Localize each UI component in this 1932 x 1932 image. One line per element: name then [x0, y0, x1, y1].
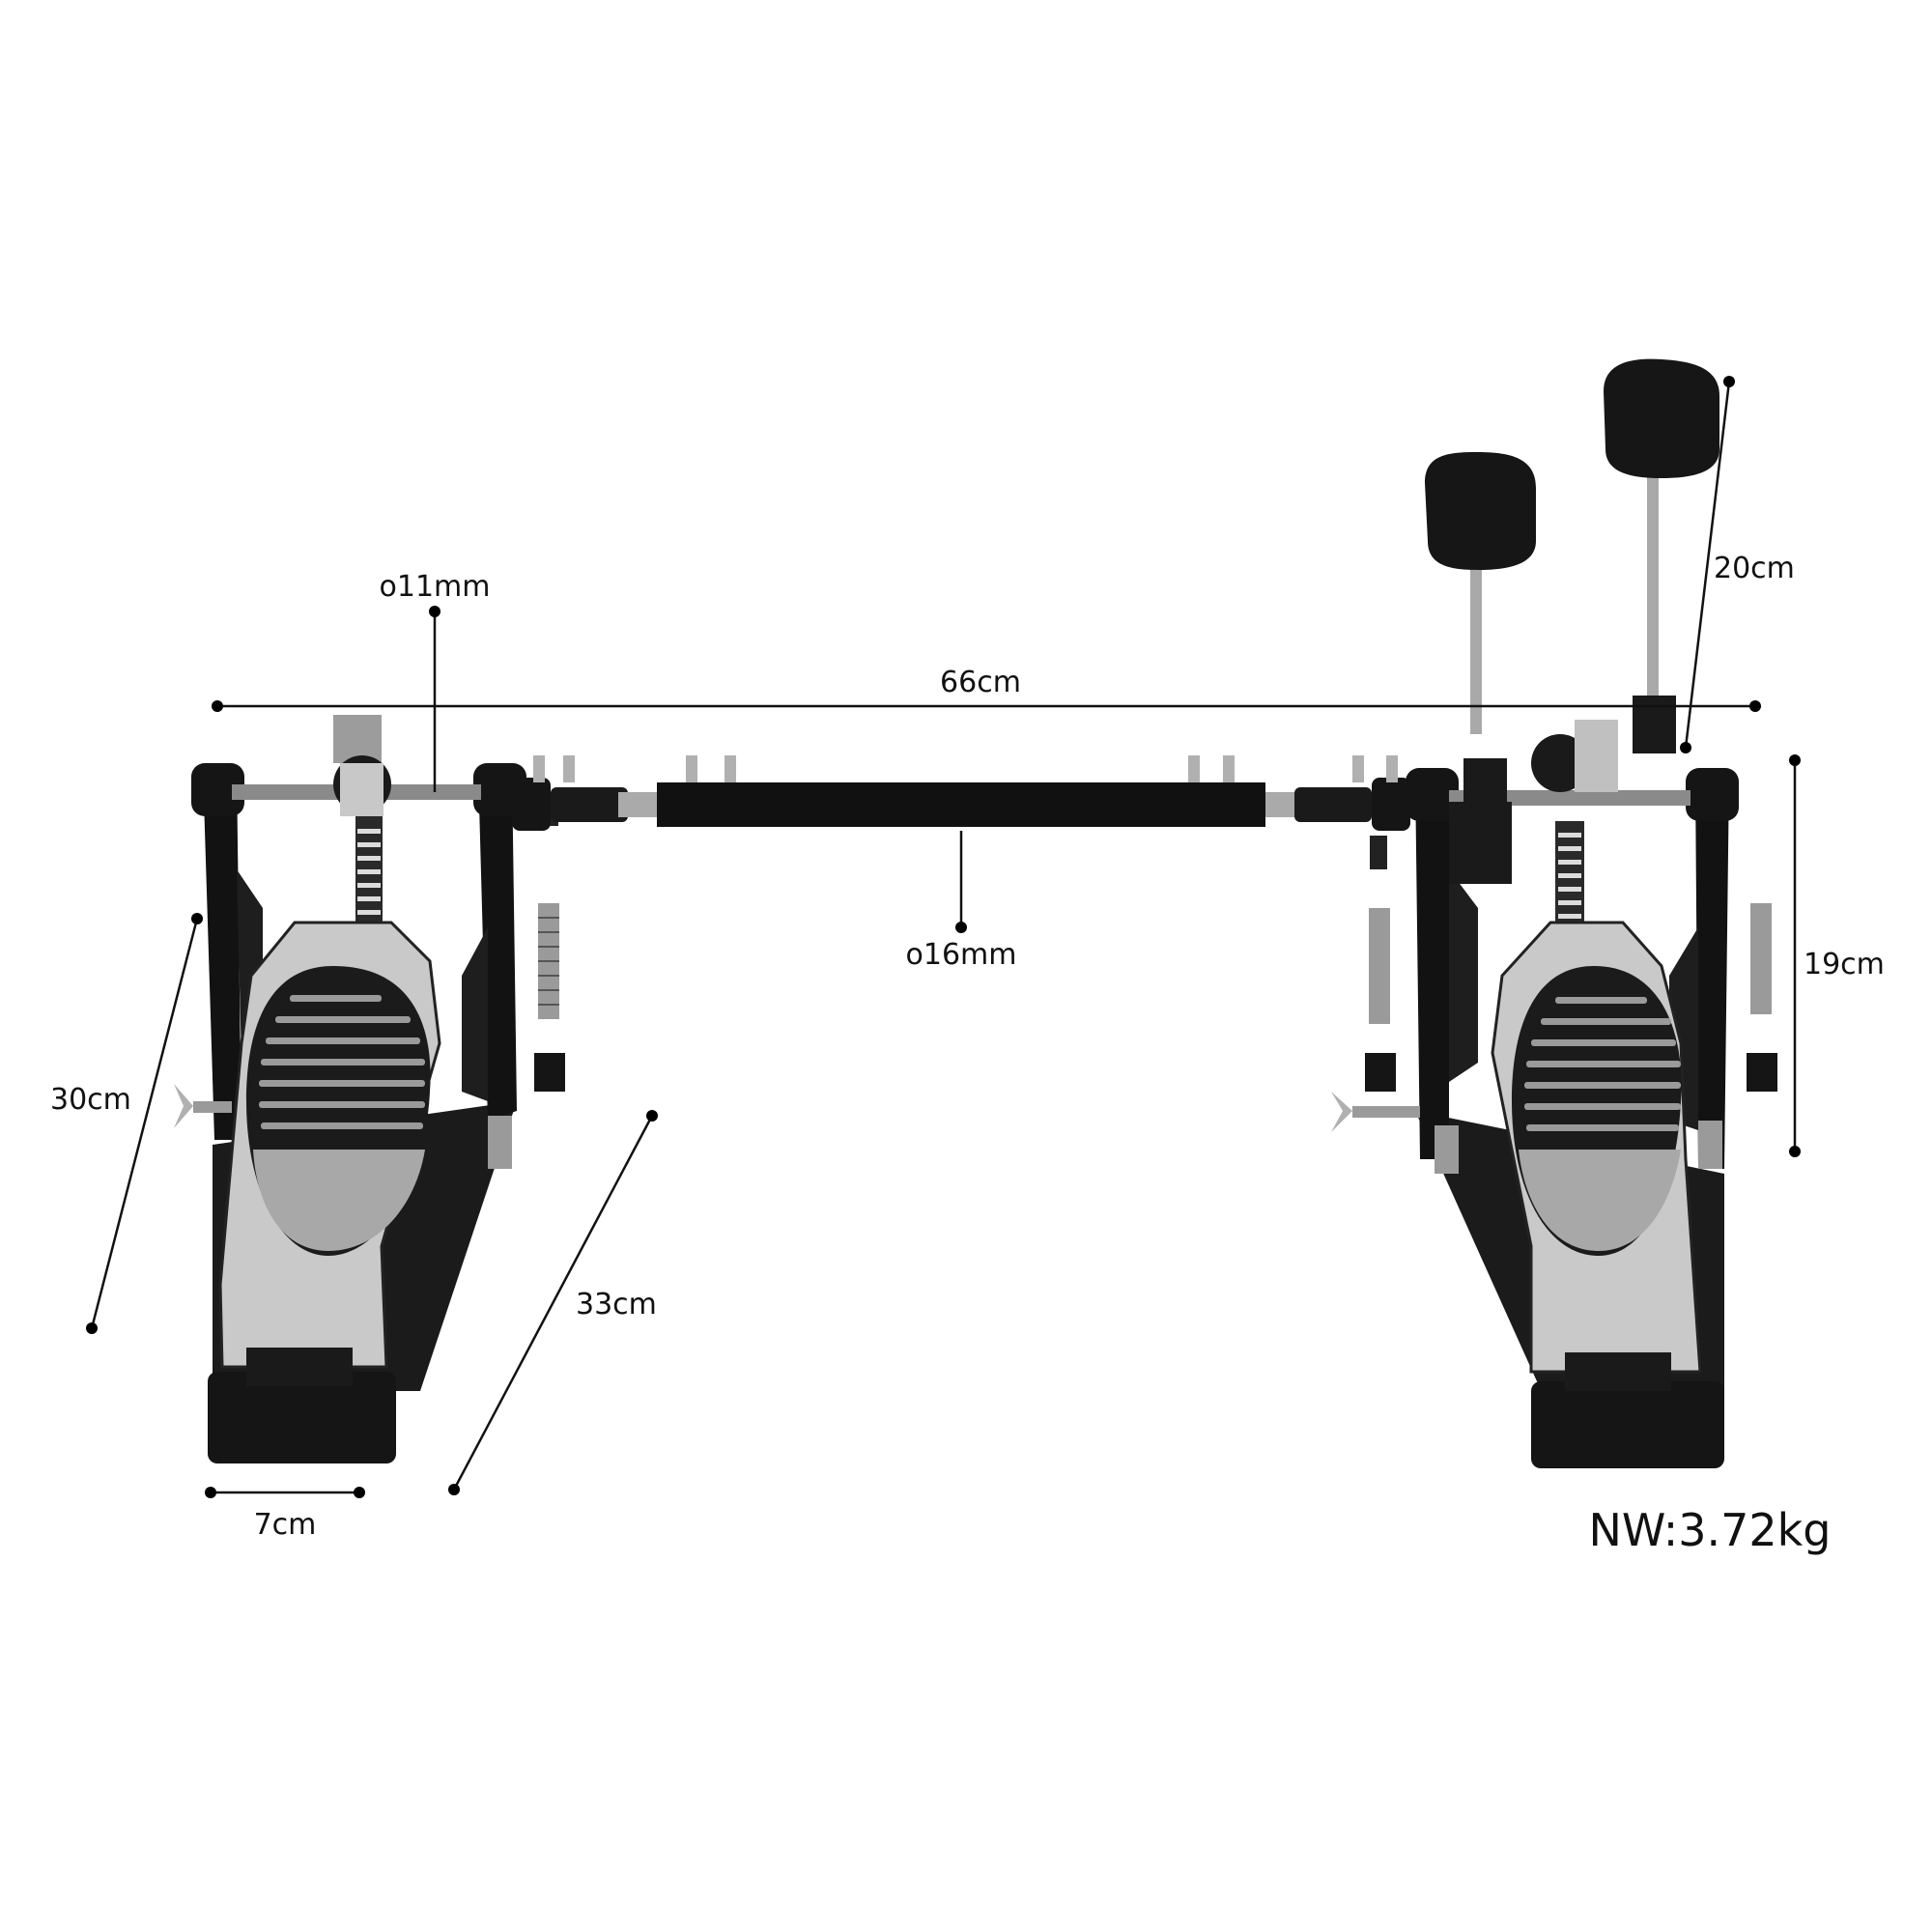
net-weight-label: NW:3.72kg [1589, 1504, 1832, 1556]
beater-shaft-right [1647, 444, 1659, 724]
right-spring-right [1750, 903, 1772, 1014]
beater-head-right [1604, 358, 1719, 478]
base-length-label: 33cm [576, 1288, 657, 1321]
dimension-annotations [86, 376, 1801, 1498]
shaft-diameter-label: o11mm [380, 570, 491, 604]
connecting-rod [657, 782, 1265, 827]
connecting-rod-assembly [512, 755, 1410, 831]
pedal-length-label: 30cm [50, 1083, 131, 1117]
beater-shaft-left [1470, 541, 1482, 734]
beater-height-line [1684, 381, 1731, 749]
right-frame-post-left [1415, 773, 1449, 1159]
right-heel-block [1531, 1381, 1724, 1468]
right-pedal [1331, 358, 1777, 1468]
total-length-label: 66cm [940, 666, 1021, 699]
base-length-line [452, 1115, 654, 1491]
beater-height-label: 20cm [1714, 552, 1795, 585]
heel-width-label: 7cm [254, 1508, 317, 1542]
left-frame-post-left [203, 768, 242, 1140]
pedal-length-line [90, 918, 199, 1329]
right-frame-post-right [1695, 773, 1729, 1169]
left-heel-block [208, 1372, 396, 1463]
rod-diameter-label: o16mm [906, 938, 1017, 972]
left-pad-ridges [259, 995, 425, 1129]
frame-height-label: 19cm [1804, 948, 1885, 981]
right-spring-left [1369, 908, 1390, 1024]
beater-head-left [1425, 452, 1536, 570]
left-pedal [174, 715, 565, 1463]
right-pad-ridges [1524, 997, 1681, 1131]
